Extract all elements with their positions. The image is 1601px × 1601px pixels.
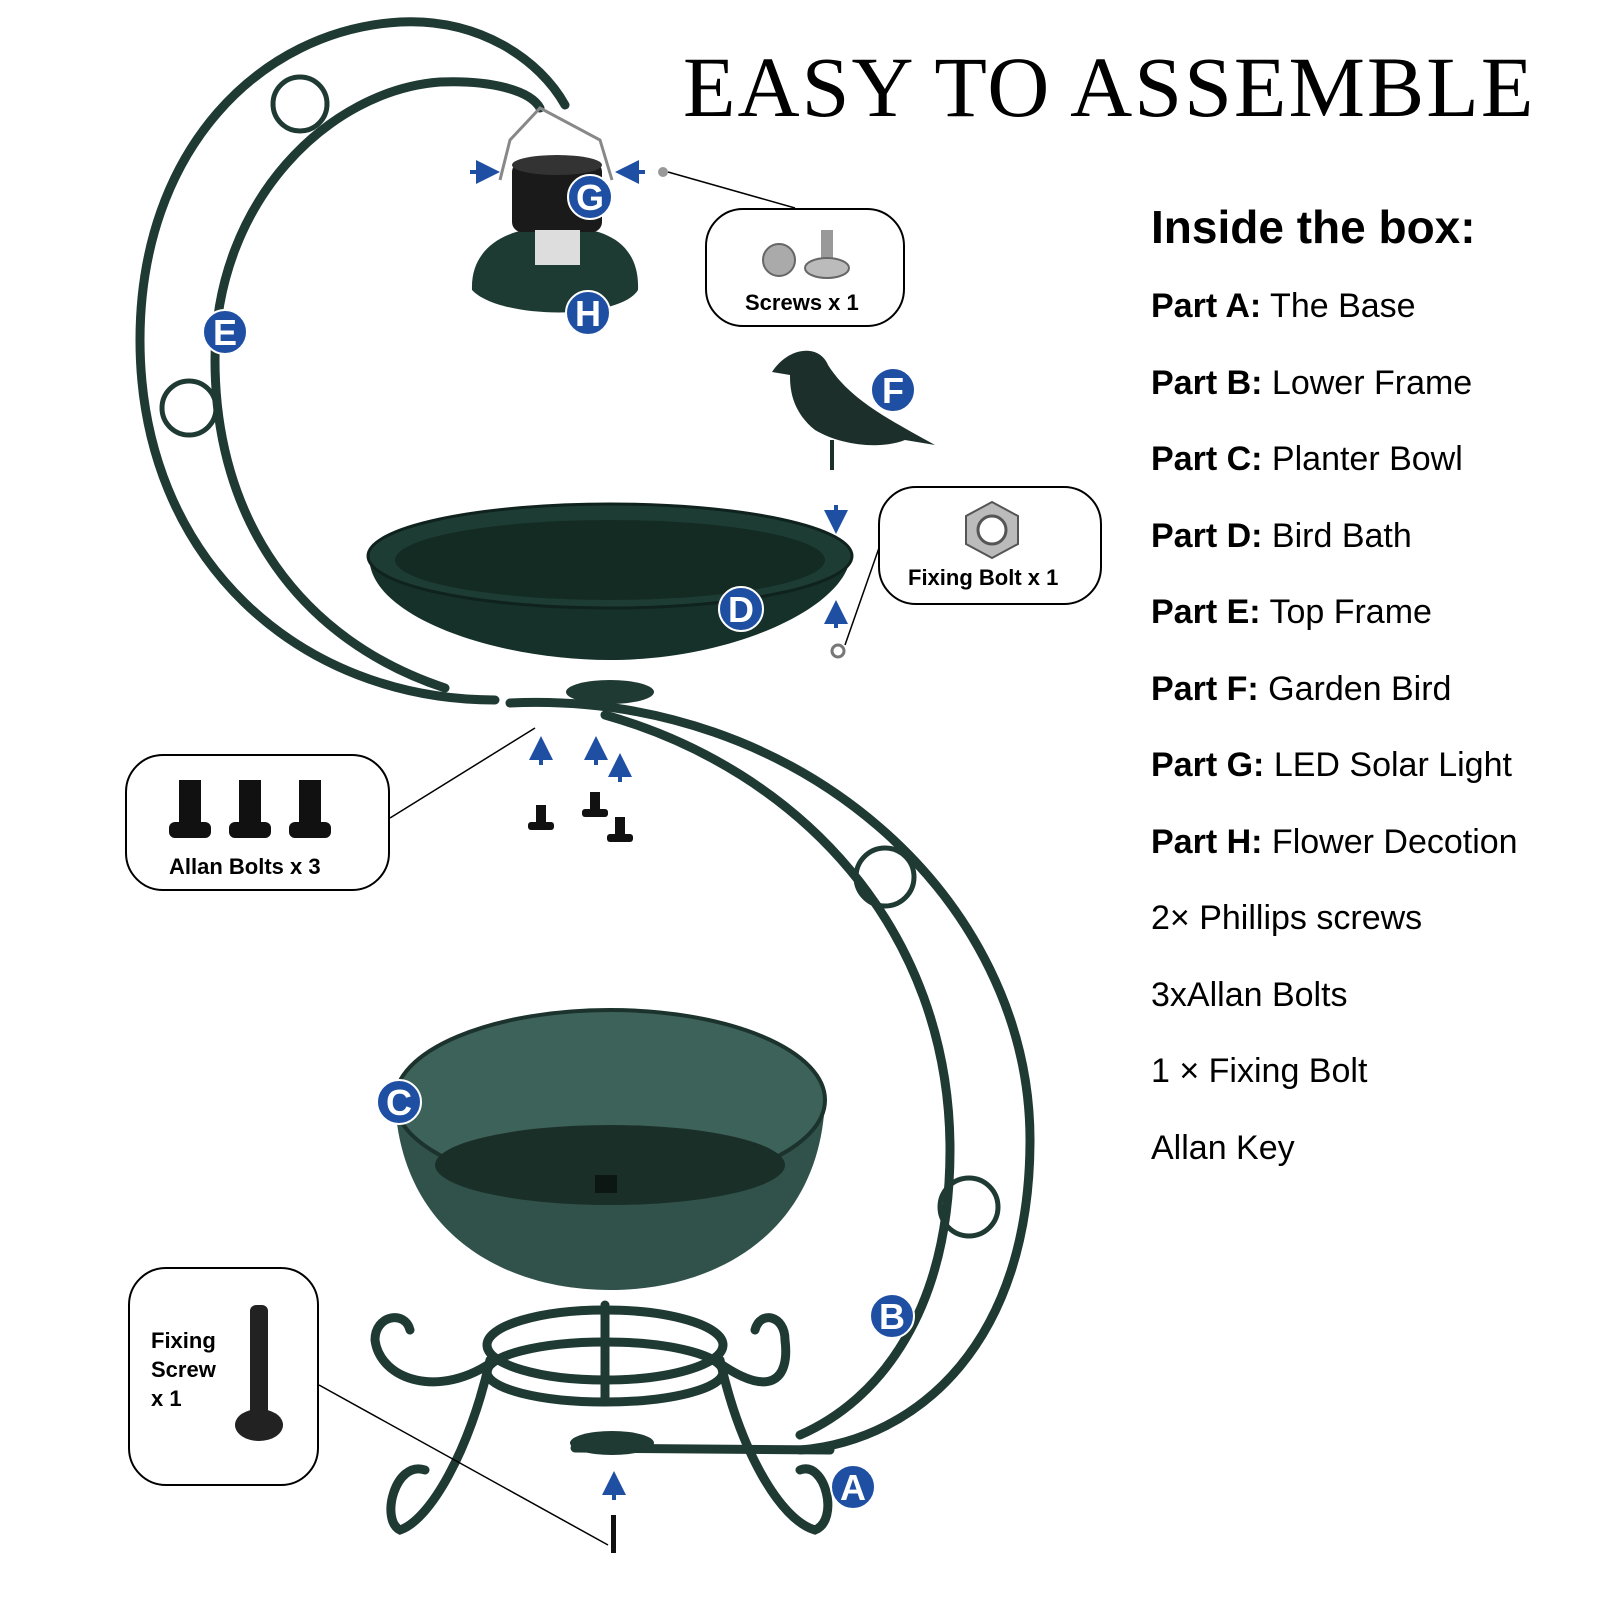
screws-icon bbox=[762, 230, 850, 279]
fixing-screw-label-1: Fixing bbox=[151, 1328, 216, 1353]
badge-h: H bbox=[565, 290, 611, 336]
part-name: The Base bbox=[1270, 287, 1416, 325]
fixing-screw-label-2: Screw bbox=[151, 1357, 216, 1382]
part-label: Part B: bbox=[1151, 363, 1263, 402]
badge-b: B bbox=[869, 1293, 915, 1339]
part-name: Planter Bowl bbox=[1271, 440, 1463, 478]
part-item-f: Part F: Garden Bird bbox=[1151, 669, 1518, 746]
extra-item: 1 × Fixing Bolt bbox=[1151, 1052, 1368, 1090]
inside-box-heading: Inside the box: bbox=[1151, 201, 1476, 253]
assembly-arrows bbox=[470, 160, 848, 1500]
screws-label: Screws x 1 bbox=[745, 290, 859, 315]
part-item-b: Part B: Lower Frame bbox=[1151, 363, 1518, 440]
part-name: Top Frame bbox=[1269, 593, 1432, 631]
part-item-c: Part C: Planter Bowl bbox=[1151, 439, 1518, 516]
part-name: Garden Bird bbox=[1268, 669, 1452, 708]
part-item-g: Part G: LED Solar Light bbox=[1151, 745, 1518, 822]
top-frame bbox=[135, 17, 570, 705]
part-name: LED Solar Light bbox=[1273, 746, 1512, 784]
base-plate bbox=[570, 1431, 654, 1455]
fixing-bolt-callout: Fixing Bolt x 1 bbox=[878, 486, 1102, 605]
badge-f: F bbox=[870, 367, 916, 413]
parts-list: Part A: The Base Part B: Lower Frame Par… bbox=[1151, 286, 1518, 1204]
part-name: Flower Decotion bbox=[1271, 822, 1518, 861]
extra-item: 2× Phillips screws bbox=[1151, 899, 1423, 937]
extra-item: Allan Key bbox=[1151, 1128, 1295, 1167]
connector-plate bbox=[566, 680, 654, 704]
part-label: Part D: bbox=[1151, 516, 1263, 555]
badge-e: E bbox=[202, 309, 248, 355]
solar-light bbox=[471, 106, 639, 313]
part-label: Part H: bbox=[1151, 822, 1263, 861]
part-item-a: Part A: The Base bbox=[1151, 286, 1518, 363]
badge-c: C bbox=[376, 1079, 422, 1125]
part-label: Part A: bbox=[1151, 287, 1262, 325]
part-name: Lower Frame bbox=[1271, 363, 1473, 402]
part-label: Part C: bbox=[1151, 440, 1263, 478]
part-label: Part F: bbox=[1151, 669, 1259, 708]
badge-a: A bbox=[830, 1464, 876, 1510]
extra-item: 3xAllan Bolts bbox=[1151, 975, 1348, 1014]
allan-bolts-icon bbox=[169, 780, 331, 838]
garden-bird bbox=[772, 350, 935, 470]
planter-bowl bbox=[393, 1008, 827, 1290]
screws-callout: Screws x 1 bbox=[705, 208, 905, 327]
fixing-screw-label-3: x 1 bbox=[151, 1386, 182, 1411]
part-label: Part G: bbox=[1151, 746, 1265, 784]
leader-lines bbox=[318, 171, 881, 1546]
fixing-screw-icon bbox=[235, 1305, 283, 1441]
allan-bolts-label: Allan Bolts x 3 bbox=[169, 854, 321, 879]
base-stand bbox=[370, 1300, 833, 1535]
hex-nut-icon bbox=[965, 500, 1019, 560]
badge-d: D bbox=[718, 586, 764, 632]
badge-g: G bbox=[567, 174, 613, 220]
fixing-screw-callout: Fixing Screw x 1 bbox=[128, 1267, 319, 1486]
hardware-parts bbox=[528, 167, 846, 1553]
part-item-d: Part D: Bird Bath bbox=[1151, 516, 1518, 593]
bird-bath bbox=[366, 502, 854, 660]
part-item-e: Part E: Top Frame bbox=[1151, 592, 1518, 669]
part-item-h: Part H: Flower Decotion bbox=[1151, 822, 1518, 899]
part-name: Bird Bath bbox=[1271, 516, 1412, 555]
page-title: EASY TO ASSEMBLE bbox=[683, 39, 1536, 135]
allan-bolts-callout: Allan Bolts x 3 bbox=[125, 754, 390, 891]
part-label: Part E: bbox=[1151, 593, 1261, 631]
fixing-bolt-label: Fixing Bolt x 1 bbox=[908, 565, 1059, 590]
